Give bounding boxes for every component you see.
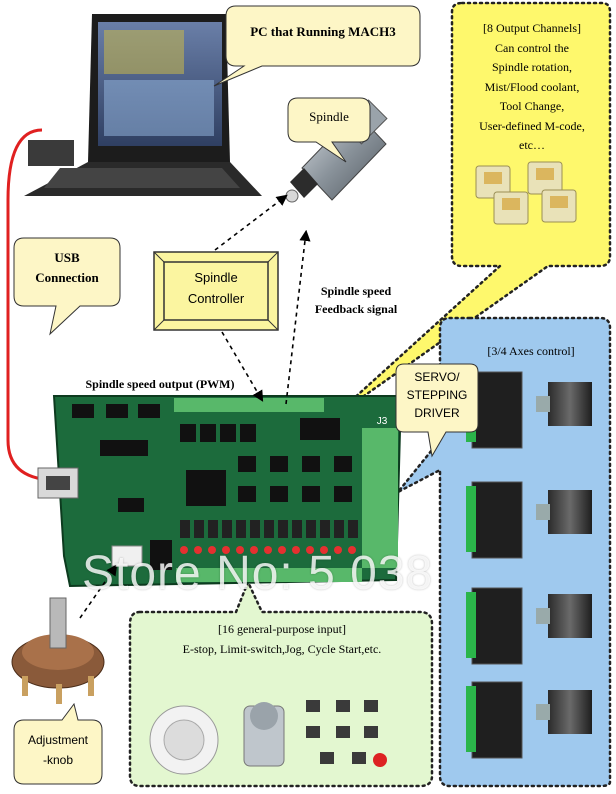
usb-callout [13, 237, 121, 336]
knob-label-line2: -knob [42, 753, 74, 767]
watermark: Store No: 5 038 [82, 547, 434, 600]
feedback-label-line1: Spindle speed [320, 284, 392, 298]
laptop-image [24, 14, 262, 196]
arrow-feedback-signal [285, 229, 311, 405]
driver-label-line3: DRIVER [414, 406, 460, 420]
usb-label-line2: Connection [35, 270, 99, 285]
output-channels-line: etc… [519, 138, 545, 152]
output-channels-line: Can control the [495, 40, 569, 55]
stepper-motors-image [536, 382, 592, 734]
output-channels-line: Mist/Flood coolant, [484, 79, 580, 94]
controller-board-image [37, 395, 404, 588]
adjustment-knob-image [11, 597, 105, 704]
feedback-label-line2: Feedback signal [314, 302, 398, 316]
inputs-label-line2: E-stop, Limit-switch,Jog, Cycle Start,et… [182, 642, 382, 656]
pwm-label: Spindle speed output (PWM) [85, 377, 235, 391]
output-channels-line: User-defined M-code, [479, 118, 585, 133]
servo-drivers-image [466, 371, 523, 759]
knob-label-line1: Adjustment [27, 733, 89, 747]
relay-modules-image [475, 161, 577, 225]
spindle-label: Spindle [309, 109, 349, 124]
pc-label: PC that Running MACH3 [250, 24, 396, 39]
inputs-label-line1: [16 general-purpose input] [218, 622, 346, 636]
input-devices-image [149, 700, 387, 775]
usb-cable [6, 128, 53, 482]
usb-label-line1: USB [54, 250, 80, 265]
output-channels-line: Tool Change, [499, 99, 565, 113]
output-channels-line: [8 Output Channels] [483, 21, 581, 35]
arrow-controller-to-board [221, 331, 264, 402]
arrow-knob-to-board [79, 564, 118, 619]
spindle-callout [287, 97, 371, 163]
axes-label: [3/4 Axes control] [487, 344, 575, 358]
spindle-controller-label-line2: Controller [187, 291, 245, 306]
output-channels-line: Spindle rotation, [492, 60, 572, 74]
knob-callout [13, 702, 103, 785]
arrow-to-spindle-controller-top [214, 194, 288, 251]
driver-callout [395, 363, 479, 458]
output-channels-text: [8 Output Channels] Can control the Spin… [454, 19, 610, 156]
spindle-controller-label-line1: Spindle [194, 270, 238, 285]
driver-label-line1: SERVO/ [414, 370, 460, 384]
driver-label-line2: STEPPING [406, 388, 468, 402]
pc-callout [213, 5, 421, 87]
spindle-controller-box [153, 251, 279, 331]
output-channels-panel [329, 1, 612, 422]
board-j3-label: J3 [376, 416, 388, 427]
